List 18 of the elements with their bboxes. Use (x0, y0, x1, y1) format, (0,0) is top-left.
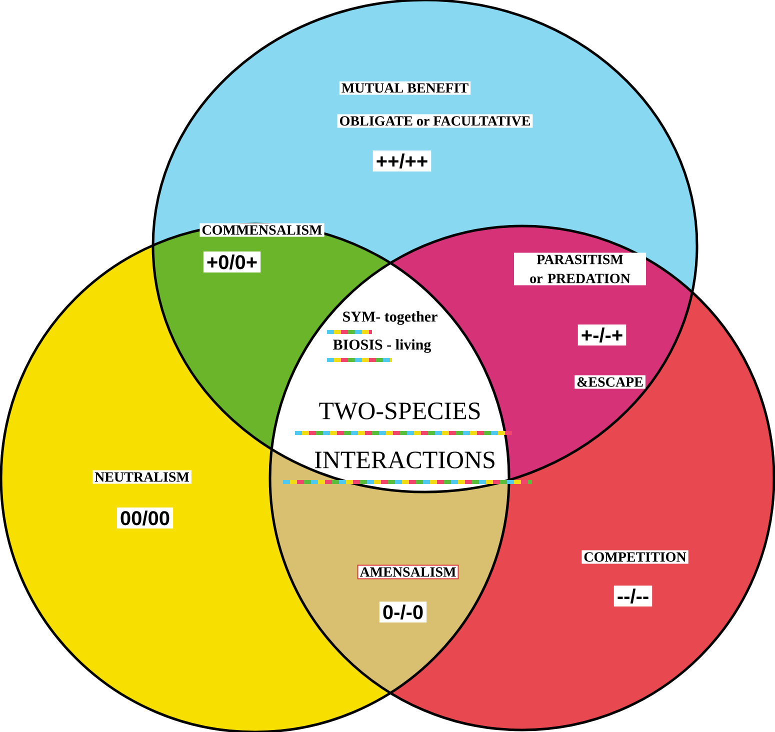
region-label: MUTUAL BENEFIT (339, 81, 471, 95)
region-label: COMMENSALISM (200, 223, 324, 237)
interaction-sign: +0/0+ (203, 252, 261, 272)
region-label: PARASITISM or PREDATION (514, 252, 646, 286)
interaction-sign: 00/00 (116, 508, 174, 528)
center-label: TWO-SPECIES (319, 402, 480, 420)
region-label: AMENSALISM (357, 564, 459, 580)
interaction-sign: 0-/-0 (379, 602, 427, 622)
interaction-sign: ++/++ (372, 150, 432, 172)
center-label: INTERACTIONS (314, 452, 494, 468)
interaction-sign: --/-- (614, 586, 652, 606)
region-label: NEUTRALISM (92, 470, 192, 484)
etymology-note: SYM- together (343, 311, 438, 325)
region-label: OBLIGATE or FACULTATIVE (337, 114, 533, 128)
region-label: COMPETITION (582, 550, 688, 564)
region-label: &ESCAPE (574, 375, 646, 389)
etymology-note: BIOSIS - living (333, 339, 432, 353)
interaction-sign: +-/-+ (578, 324, 626, 346)
